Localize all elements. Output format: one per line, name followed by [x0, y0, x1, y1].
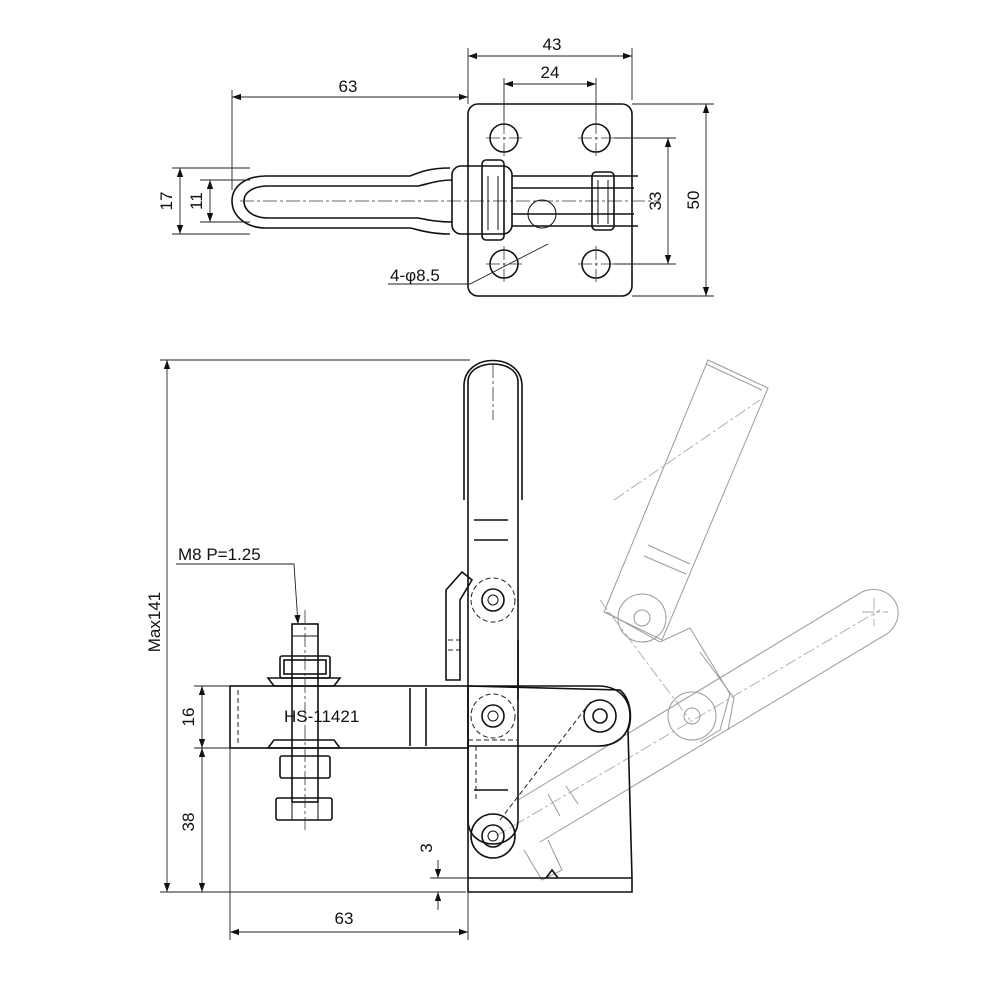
- dim-50: 50: [684, 191, 703, 210]
- top-base-plate: [467, 103, 633, 297]
- ghost-positions: [495, 359, 899, 881]
- dim-43: 43: [543, 35, 562, 54]
- dim-17: 17: [157, 192, 176, 211]
- dim-33: 33: [646, 192, 665, 211]
- top-view: [231, 103, 660, 297]
- dim-16: 16: [179, 708, 198, 727]
- side-handle: [467, 363, 519, 845]
- dim-11: 11: [187, 192, 206, 210]
- model-label: HS-11421: [284, 707, 359, 726]
- side-dimensions: Max141 16 38 3 63: [145, 359, 470, 940]
- thread-callout: M8 P=1.25: [178, 545, 261, 564]
- dim-24: 24: [541, 63, 560, 82]
- side-view: HS-11421 M8 P=1.25: [176, 359, 633, 893]
- dim-63-bottom: 63: [335, 909, 354, 928]
- top-dimensions: 43 24 63 17 11 33 50 4-φ8.5: [157, 35, 714, 297]
- dim-38: 38: [179, 813, 198, 832]
- dim-63-top: 63: [339, 77, 358, 96]
- top-handle: [231, 167, 451, 235]
- dim-3: 3: [417, 843, 436, 852]
- dim-max141: Max141: [145, 592, 164, 652]
- hole-callout: 4-φ8.5: [390, 266, 440, 285]
